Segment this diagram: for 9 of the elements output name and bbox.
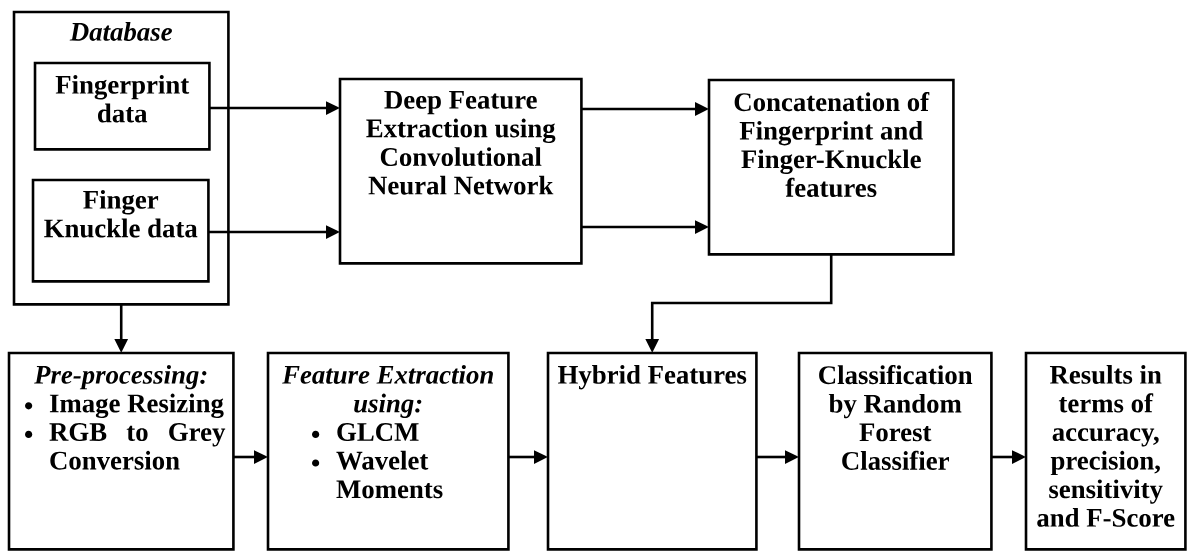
process-box: Pre-processing: Image Resizing RGB to Grey Conversion (7, 351, 235, 551)
process-box: Results in terms of accuracy, precision, sensitivity and F-Score (1024, 351, 1187, 551)
process-box: Classification by Random Forest Classifier (797, 351, 993, 551)
process-box: Fingerprint data (33, 61, 211, 151)
process-box: Hybrid Features (546, 351, 758, 551)
process-box: Concatenation of Fingerprint and Finger-Knuckle features (707, 78, 955, 256)
process-box: Deep Feature Extraction using Convolutional Neural Network (338, 77, 583, 265)
process-box: Finger Knuckle data (31, 178, 210, 283)
process-box: Feature Extraction using: GLCM Wavelet Moments (266, 351, 510, 551)
